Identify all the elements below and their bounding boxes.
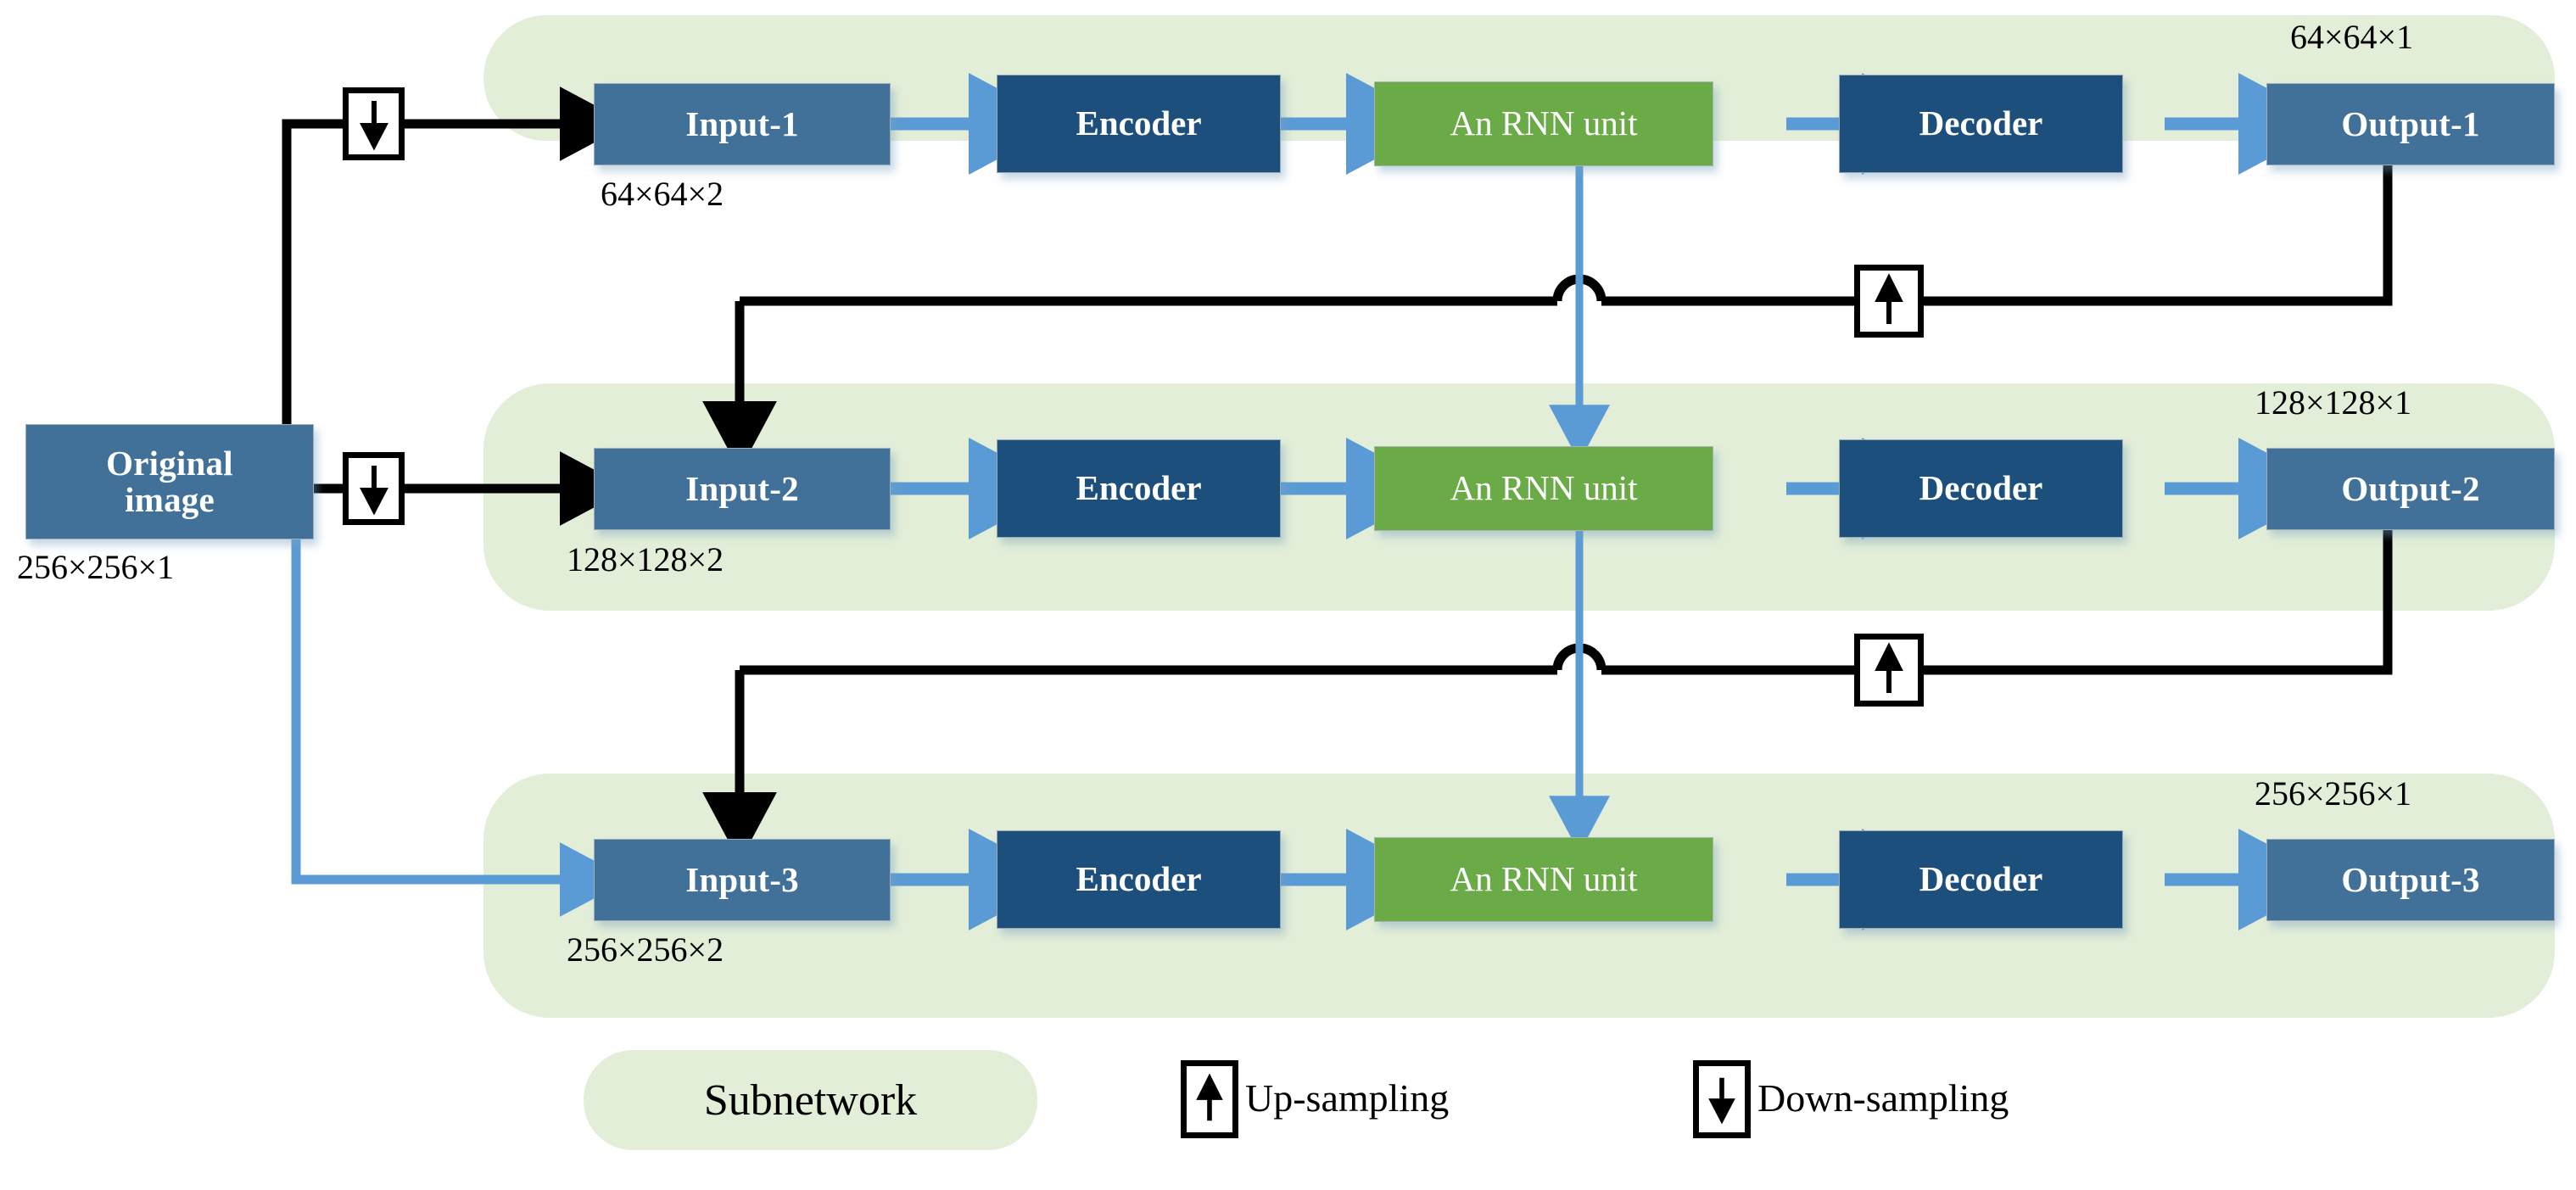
output-2-dim: 128×128×1 — [2255, 383, 2412, 422]
rnn-3-label: An RNN unit — [1450, 859, 1638, 899]
decoder-1-box[interactable]: Decoder — [1839, 75, 2123, 173]
output-1-box[interactable]: Output-1 — [2266, 83, 2555, 165]
input-1-label: Input-1 — [685, 103, 799, 143]
up-sampling-box-2[interactable] — [1854, 634, 1924, 707]
input-2-dim: 128×128×2 — [567, 540, 724, 578]
encoder-1-label: Encoder — [1076, 103, 1202, 143]
output-2-label: Output-2 — [2341, 468, 2480, 508]
rnn-2-box[interactable]: An RNN unit — [1374, 446, 1713, 531]
output-3-dim: 256×256×1 — [2255, 774, 2412, 813]
down-sampling-box-2[interactable] — [343, 452, 405, 525]
encoder-2-box[interactable]: Encoder — [997, 439, 1281, 538]
decoder-3-label: Decoder — [1919, 859, 2043, 899]
original-image-box[interactable]: Original image — [25, 424, 314, 539]
legend-down-sampling-icon-box — [1693, 1060, 1751, 1138]
decoder-1-label: Decoder — [1919, 103, 2043, 143]
input-3-dim: 256×256×2 — [567, 930, 724, 969]
up-arrow-icon — [1875, 273, 1903, 324]
legend-down-sampling-label: Down-sampling — [1757, 1076, 2009, 1120]
down-arrow-icon — [359, 466, 388, 516]
input-2-label: Input-2 — [685, 468, 799, 508]
down-sampling-box-1[interactable] — [343, 87, 405, 160]
decoder-2-box[interactable]: Decoder — [1839, 439, 2123, 538]
up-arrow-icon — [1196, 1073, 1223, 1121]
output-1-label: Output-1 — [2341, 103, 2480, 143]
legend-subnetwork-label: Subnetwork — [703, 1075, 918, 1125]
output-1-dim: 64×64×1 — [2290, 18, 2414, 56]
output-3-box[interactable]: Output-3 — [2266, 839, 2555, 921]
original-image-dim: 256×256×1 — [17, 548, 175, 586]
decoder-2-label: Decoder — [1919, 468, 2043, 508]
rnn-1-label: An RNN unit — [1450, 103, 1638, 143]
legend-up-sampling-label: Up-sampling — [1245, 1076, 1450, 1120]
down-arrow-icon — [359, 101, 388, 151]
rnn-2-label: An RNN unit — [1450, 468, 1638, 508]
encoder-1-box[interactable]: Encoder — [997, 75, 1281, 173]
legend-subnetwork-chip: Subnetwork — [584, 1050, 1037, 1150]
output-3-label: Output-3 — [2341, 859, 2480, 899]
up-sampling-box-1[interactable] — [1854, 265, 1924, 338]
encoder-3-label: Encoder — [1076, 859, 1202, 899]
encoder-2-label: Encoder — [1076, 468, 1202, 508]
original-image-label-line1: Original — [106, 443, 233, 483]
encoder-3-box[interactable]: Encoder — [997, 830, 1281, 929]
input-3-label: Input-3 — [685, 859, 799, 899]
legend-up-sampling-icon-box — [1181, 1060, 1238, 1138]
input-1-dim: 64×64×2 — [601, 175, 724, 213]
original-image-label-line2: image — [125, 480, 215, 519]
input-2-box[interactable]: Input-2 — [594, 448, 891, 530]
up-arrow-icon — [1875, 642, 1903, 693]
decoder-3-box[interactable]: Decoder — [1839, 830, 2123, 929]
input-3-box[interactable]: Input-3 — [594, 839, 891, 921]
input-1-box[interactable]: Input-1 — [594, 83, 891, 165]
rnn-1-box[interactable]: An RNN unit — [1374, 81, 1713, 166]
output-2-box[interactable]: Output-2 — [2266, 448, 2555, 530]
down-arrow-icon — [1708, 1077, 1735, 1125]
rnn-3-box[interactable]: An RNN unit — [1374, 837, 1713, 922]
